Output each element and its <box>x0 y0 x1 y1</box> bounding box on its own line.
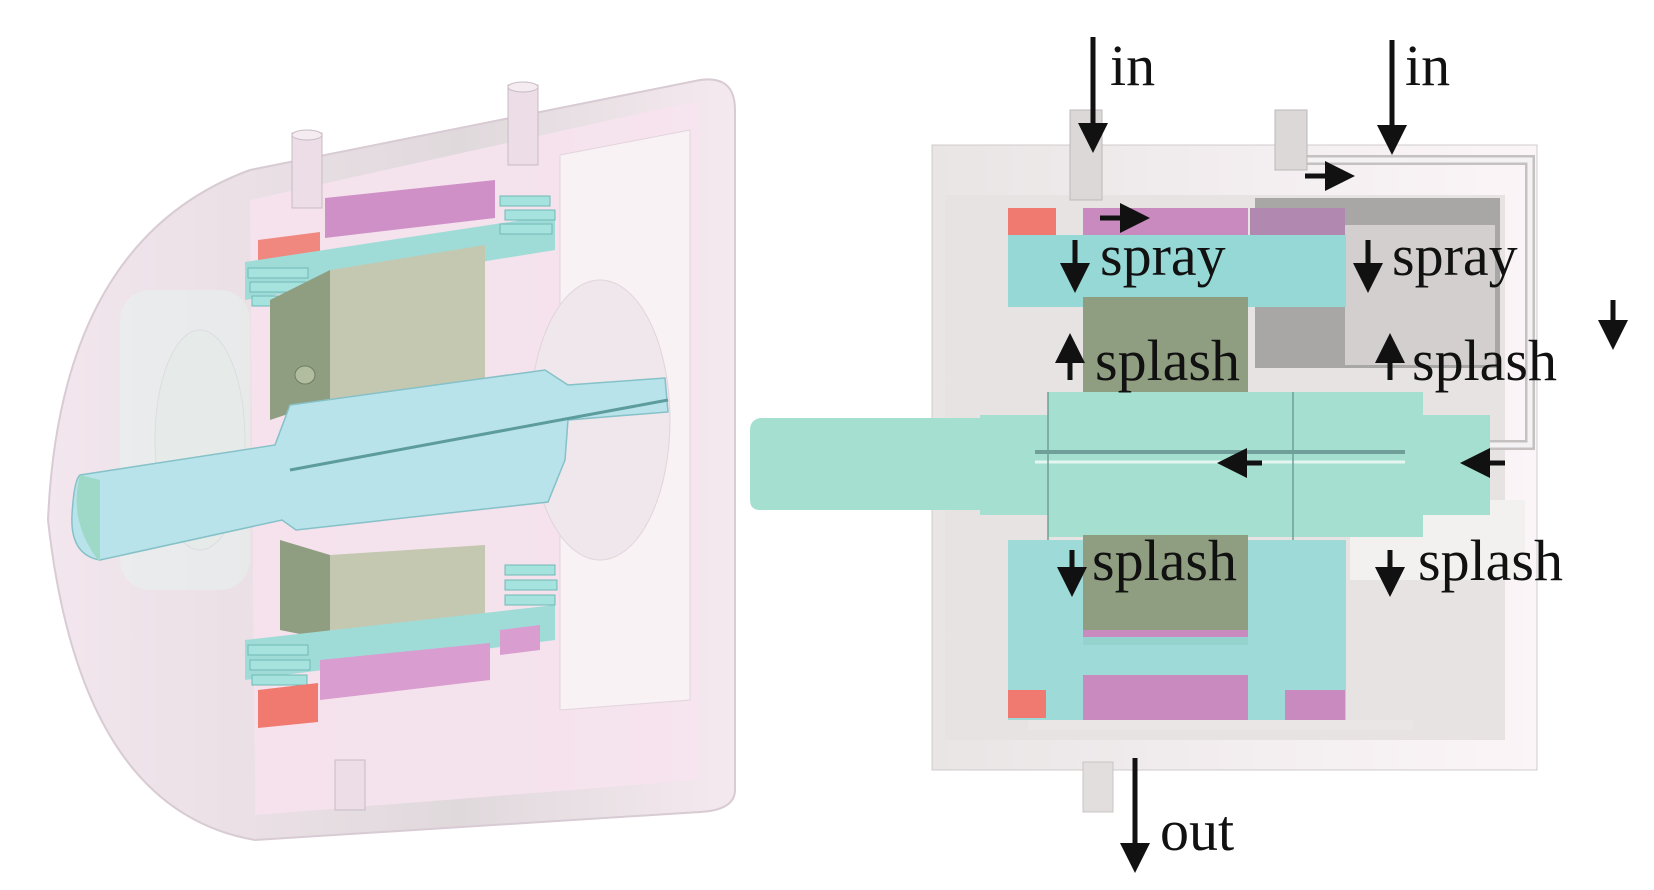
magenta-ring-bottom-right <box>1285 690 1345 720</box>
coral-end-ring-top <box>1008 208 1056 238</box>
label-splash-upper-left: splash <box>1095 328 1240 393</box>
inlet-pipe-right <box>1274 109 1308 171</box>
stator-core-lower-side <box>280 540 330 640</box>
inlet-pipe-1 <box>291 132 323 209</box>
shaft-extension <box>750 418 1048 510</box>
stator-core-lower-front <box>330 545 485 640</box>
inlet-pipe-left <box>1069 109 1103 201</box>
lower-coral-block <box>258 683 318 728</box>
magenta-ring-bottom <box>1083 675 1248 720</box>
label-in-right: in <box>1405 33 1450 98</box>
flow-arrows <box>1055 37 1628 873</box>
lower-stator-ring-right <box>500 625 540 655</box>
outlet-pipe-section <box>1082 761 1114 813</box>
label-splash-lower-right: splash <box>1418 528 1563 593</box>
upper-stator-ring <box>325 180 495 238</box>
label-splash-upper-right: splash <box>1412 328 1557 393</box>
shaft-center-bore <box>289 398 669 472</box>
stator-core-top <box>1083 297 1248 392</box>
label-splash-lower-left: splash <box>1092 528 1237 593</box>
label-spray-right: spray <box>1392 223 1518 288</box>
stator-core-upper-front <box>330 245 485 400</box>
3d-cutaway-view <box>46 78 736 842</box>
inlet-pipe-2 <box>507 84 539 166</box>
stator-core-upper-side <box>270 270 330 420</box>
coral-end-ring-bottom <box>1008 690 1046 718</box>
lower-stator-ring <box>320 643 490 700</box>
label-out: out <box>1160 798 1234 863</box>
label-spray-left: spray <box>1100 223 1226 288</box>
shaft-3d <box>71 369 669 561</box>
outlet-pipe <box>334 759 366 811</box>
shaft-end-face <box>76 475 100 560</box>
lower-winding-teeth <box>247 564 558 686</box>
label-in-left: in <box>1110 33 1155 98</box>
section-view: in in spray spray splash splash splash s… <box>750 33 1628 873</box>
